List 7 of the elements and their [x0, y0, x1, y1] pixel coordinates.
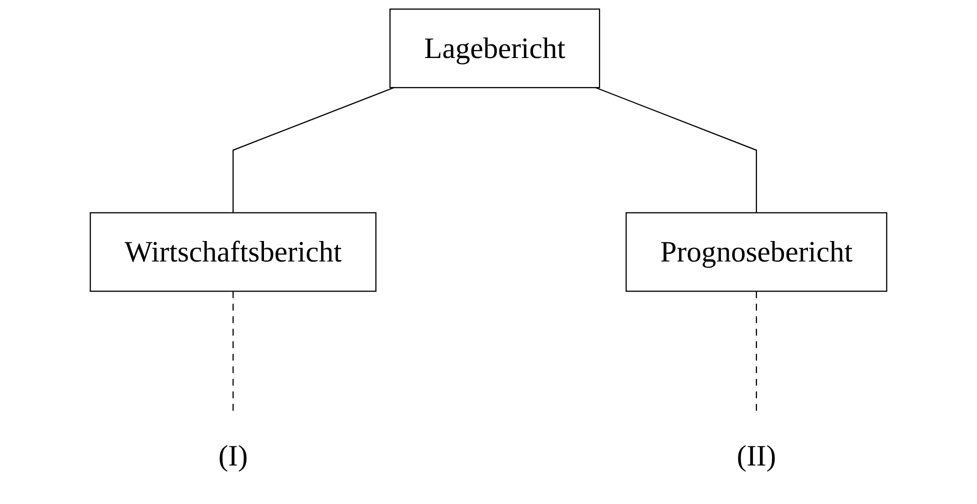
node-box	[90, 212, 376, 292]
node-box	[626, 212, 888, 292]
connector	[595, 87, 757, 213]
node-text: (II)	[736, 439, 776, 472]
node-box	[389, 8, 600, 88]
node-text: (I)	[218, 439, 248, 472]
connector	[232, 87, 394, 213]
